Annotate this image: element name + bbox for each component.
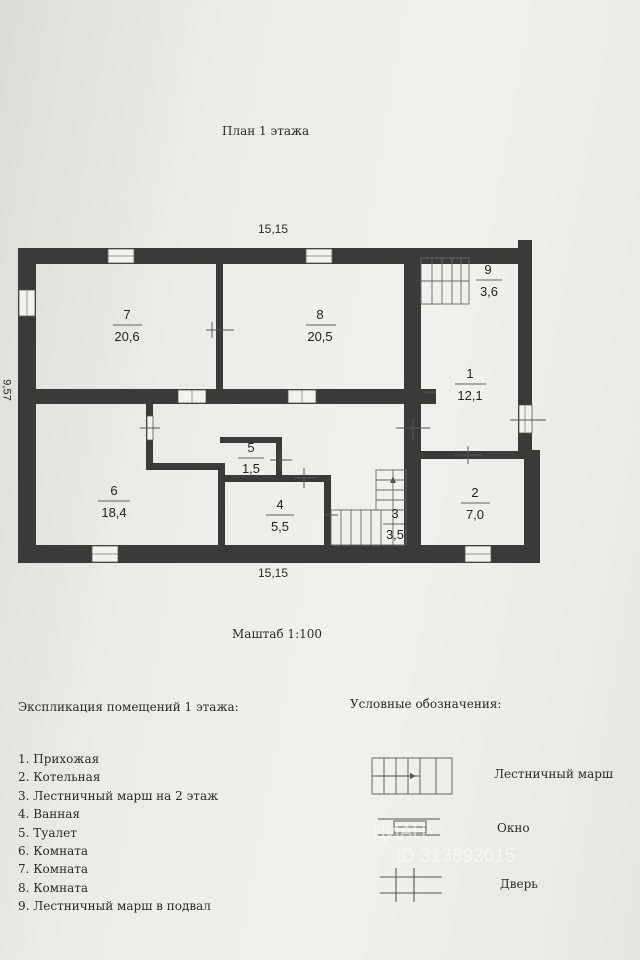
list-item: 7. Комната: [18, 862, 89, 877]
dimension-top: 15,15: [258, 222, 289, 236]
wall-bath-right: [324, 475, 331, 547]
legend-title: Условные обозначения:: [350, 697, 502, 711]
list-item: 4. Ванная: [18, 807, 80, 822]
wall-right-lower: [524, 450, 540, 563]
room-number-9: 9: [484, 262, 491, 277]
list-item: 8. Комната: [18, 880, 89, 895]
explication-list: 1. Прихожая 2. Котельная 3. Лестничный м…: [18, 750, 218, 916]
watermark-id: ID 313893015: [396, 846, 515, 867]
room-area-9: 3,6: [480, 284, 498, 299]
room-area-1: 12,1: [457, 388, 482, 403]
plan-title: План 1 этажа: [222, 124, 310, 138]
dimension-bottom: 15,15: [258, 566, 289, 580]
list-item: 5. Туалет: [18, 825, 77, 840]
room-area-5: 1,5: [242, 461, 260, 476]
room-number-8: 8: [316, 307, 323, 322]
room-area-3: 3,5: [386, 527, 404, 542]
wall-right-upper: [518, 240, 532, 455]
list-item: 9. Лестничный марш в подвал: [18, 899, 211, 914]
room-number-2: 2: [471, 485, 478, 500]
wall-corridor-bottom: [146, 463, 222, 470]
room-number-5: 5: [247, 440, 254, 455]
list-item: 6. Комната: [18, 843, 89, 858]
wall-top: [18, 248, 532, 264]
room-area-4: 5,5: [271, 519, 289, 534]
wall-7-8: [216, 262, 223, 392]
legend-window-label: Окно: [497, 821, 530, 835]
room-number-1: 1: [466, 366, 473, 381]
room-labels: 7 20,6 8 20,5 9 3,6 1 12,1 5 1,5 6 18,4 …: [98, 262, 502, 542]
stair-arrows: [390, 476, 396, 483]
window-right: [518, 404, 533, 434]
room-area-8: 20,5: [307, 329, 332, 344]
list-item: 2. Котельная: [18, 770, 101, 785]
doors: [140, 322, 546, 516]
room-number-6: 6: [110, 483, 117, 498]
room-area-6: 18,4: [101, 505, 126, 520]
stairs-basement: [420, 257, 470, 305]
explication-title: Экспликация помещений 1 этажа:: [18, 700, 239, 714]
room-area-7: 20,6: [114, 329, 139, 344]
list-item: 1. Прихожая: [18, 752, 100, 766]
room-number-7: 7: [123, 307, 130, 322]
watermark-logo: ЦИАН: [372, 822, 426, 843]
room-area-2: 7,0: [466, 507, 484, 522]
legend-stairs-label: Лестничный марш: [494, 767, 614, 781]
wall-bath-top: [222, 475, 330, 482]
window-lines: [26, 255, 526, 555]
wall-bottom: [18, 545, 540, 563]
legend-stairs-arrow: [410, 773, 416, 779]
legend-door-symbol: [380, 868, 442, 902]
wall-6-4: [218, 463, 225, 547]
wall-toilet-top: [220, 437, 282, 443]
legend-window-symbol: [378, 818, 440, 836]
walls: [18, 240, 540, 563]
legend-door-label: Дверь: [500, 877, 538, 891]
wall-middle-horizontal: [36, 389, 436, 404]
scale-label: Маштаб 1:100: [232, 627, 323, 641]
room-number-3: 3: [391, 506, 398, 521]
list-item: 3. Лестничный марш на 2 этаж: [18, 788, 219, 803]
wall-left: [18, 248, 36, 563]
wall-toilet-right: [276, 437, 282, 479]
room-number-4: 4: [276, 497, 283, 512]
